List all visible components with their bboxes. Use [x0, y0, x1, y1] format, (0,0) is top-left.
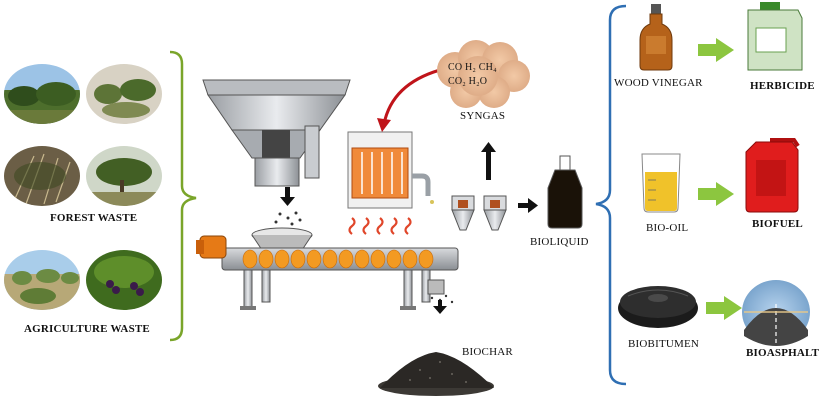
herbicide-label: HERBICIDE	[750, 80, 815, 92]
bioasphalt-label: BIOASPHALT	[746, 347, 820, 359]
forest-photo-1	[4, 64, 80, 124]
products-bracket	[595, 4, 627, 386]
wood-vinegar-bottle	[639, 4, 673, 71]
forest-photo-4	[86, 146, 162, 206]
biochar-down-arrow	[430, 294, 454, 314]
condensers	[451, 195, 507, 231]
syngas-formula-line2: CO₂ H₂O	[448, 76, 488, 87]
gas-up-arrow	[481, 142, 496, 180]
liquid-right-arrow	[518, 198, 538, 213]
biochar-pile	[378, 352, 494, 396]
syngas-arrowhead	[377, 118, 391, 132]
syngas-formula-line1: CO H₂ CH₄	[448, 62, 497, 73]
forest-photo-3	[4, 146, 80, 206]
agriculture-waste-label: AGRICULTURE WASTE	[24, 323, 150, 335]
heat-symbols	[348, 217, 412, 235]
input-bracket	[169, 50, 197, 342]
gas-heater	[347, 131, 434, 209]
agriculture-photo-2	[86, 250, 162, 310]
arrow-to-bioasphalt	[706, 296, 742, 320]
biobitumen-label: BIOBITUMEN	[628, 338, 700, 350]
syngas-cloud	[437, 40, 530, 108]
bio-oil-beaker	[641, 153, 681, 213]
biobitumen-disc	[618, 286, 698, 328]
bio-oil-label: BIO-OIL	[646, 222, 689, 234]
falling-biomass	[274, 211, 302, 226]
bioliquid-label: BIOLIQUID	[530, 236, 589, 248]
agriculture-photo-1	[4, 250, 80, 310]
bioliquid-flask	[547, 155, 583, 229]
feed-hopper	[202, 79, 351, 187]
arrow-to-herbicide	[698, 38, 734, 62]
biochar-label: BIOCHAR	[462, 346, 513, 358]
feed-down-arrow	[280, 187, 295, 206]
pyrolysis-conveyor	[196, 227, 459, 310]
biofuel-can	[745, 138, 800, 213]
wood-vinegar-label: WOOD VINEGAR	[614, 77, 703, 89]
biofuel-label: BIOFUEL	[752, 218, 803, 230]
forest-photo-2	[86, 64, 162, 124]
herbicide-jug	[747, 2, 803, 71]
arrow-to-biofuel	[698, 182, 734, 206]
syngas-return-arrow	[382, 68, 441, 125]
bioasphalt-road	[742, 280, 810, 346]
syngas-label: SYNGAS	[460, 110, 506, 122]
forest-waste-label: FOREST WASTE	[50, 212, 138, 224]
